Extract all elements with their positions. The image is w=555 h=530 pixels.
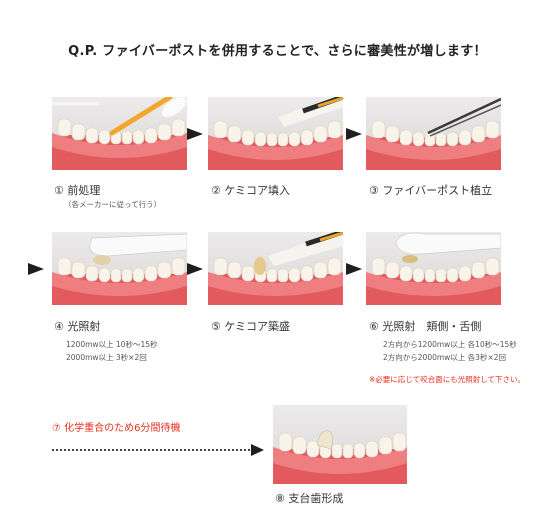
step4-note-2: 2000mw以上 3秒×2回: [66, 353, 147, 362]
step1-note: （各メーカーに従って行う）: [64, 200, 162, 209]
arrow-right-icon: [187, 128, 203, 140]
dental-model-illustration: [273, 430, 407, 484]
headline: Q.P. ファイバーポストを併用することで、さらに審美性が増します！: [68, 44, 487, 59]
step6-note-1: 2方向から1200mw以上 各10秒～15秒: [383, 340, 517, 349]
light-cure-caution: ※必要に応じて咬合面にも光照射して下さい。: [369, 375, 526, 384]
step6-photo: [366, 232, 501, 305]
step5-photo: [208, 232, 343, 305]
step6-title: ⑥ 光照射 頬側・舌側: [369, 320, 482, 333]
dental-model-illustration: [52, 97, 187, 170]
dental-model-illustration: [366, 97, 501, 170]
dental-model-illustration: [366, 232, 501, 305]
arrow-right-icon: [28, 263, 44, 275]
step4-note-1: 1200mw以上 10秒～15秒: [66, 340, 158, 349]
step2-photo: [208, 97, 343, 170]
dental-model-illustration: [208, 232, 343, 305]
wait-step-label: ⑦ 化学重合のため6分間待機: [52, 423, 181, 434]
step4-photo: [52, 232, 187, 305]
dental-model-illustration: [208, 97, 343, 170]
step1-photo: [52, 97, 187, 170]
step3-photo: [366, 97, 501, 170]
step3-title: ③ ファイバーポスト植立: [369, 184, 493, 197]
step8-title: ⑧ 支台歯形成: [275, 492, 344, 505]
step5-title: ⑤ ケミコア築盛: [211, 320, 291, 333]
step8-photo: [273, 405, 407, 484]
step6-note-2: 2方向から2000mw以上 各3秒×2回: [383, 353, 507, 362]
dotted-connector: [52, 449, 250, 451]
arrow-right-icon: [346, 263, 362, 275]
arrow-right-icon: [251, 444, 264, 456]
step4-title: ④ 光照射: [54, 320, 101, 333]
step2-title: ② ケミコア填入: [211, 184, 291, 197]
arrow-right-icon: [187, 263, 203, 275]
dental-model-illustration: [52, 233, 187, 305]
arrow-right-icon: [346, 128, 362, 140]
step1-title: ① 前処理: [54, 184, 101, 197]
